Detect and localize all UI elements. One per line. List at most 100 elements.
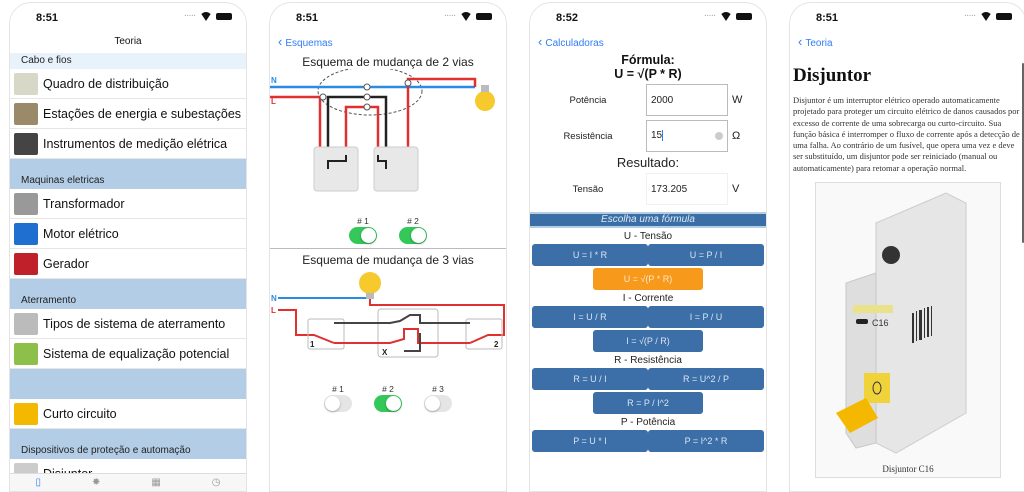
wifi-icon: [980, 12, 992, 21]
formula-button[interactable]: R = P / I^2: [593, 392, 703, 414]
transformer-icon: [14, 192, 38, 215]
tab-theory[interactable]: ▯: [35, 477, 41, 488]
tab-schemes[interactable]: ✸: [91, 477, 101, 488]
formula-button[interactable]: U = √(P * R): [593, 268, 703, 290]
formula-button[interactable]: U = P / I: [648, 244, 764, 266]
back-label: Calculadoras: [545, 38, 604, 49]
toggle-switch[interactable]: [349, 227, 377, 244]
three-way-switches: # 1# 2# 3: [270, 384, 506, 412]
switch-2-box: [465, 318, 503, 350]
two-way-switches: # 1# 2: [270, 216, 506, 244]
toggle-knob: [361, 228, 376, 243]
status-bar: 8:52 ·····: [530, 3, 766, 31]
formula-group-title: U - Tensão: [623, 231, 673, 242]
two-way-title: Esquema de mudança de 2 vias: [302, 55, 474, 69]
formula-button-row: I = √(P / R): [530, 330, 766, 352]
short-circuit-icon: [14, 402, 38, 425]
formula-button[interactable]: I = U / R: [532, 306, 648, 328]
tab-calculators[interactable]: ▦: [151, 477, 161, 488]
breaker-rating: C16: [872, 318, 889, 328]
formula-group-title: P - Potência: [620, 417, 676, 428]
back-button[interactable]: ‹Esquemas: [270, 31, 506, 53]
list-item[interactable]: Sistema de equalização potencial: [10, 339, 246, 369]
status-bar: 8:51 ·····: [270, 3, 506, 31]
switch-x-box: [377, 308, 439, 358]
toggle-switch[interactable]: [324, 395, 352, 412]
back-button[interactable]: ‹Teoria: [790, 31, 1024, 53]
list-item[interactable]: Transformador: [10, 189, 246, 219]
formula-button[interactable]: I = √(P / R): [593, 330, 703, 352]
three-way-diagram: N L 1 X 2: [271, 272, 505, 358]
toggle-knob: [425, 396, 440, 411]
formula-button[interactable]: U = I * R: [532, 244, 648, 266]
formula-heading: Fórmula:: [621, 53, 675, 67]
result-value: 173.205: [646, 173, 728, 205]
resistance-input[interactable]: 15: [646, 120, 728, 152]
list-item-label: Tipos de sistema de aterramento: [43, 316, 226, 331]
status-time: 8:51: [296, 12, 319, 24]
switch-item: # 3: [424, 384, 452, 412]
toggle-lever: [836, 398, 878, 434]
line-label: L: [271, 306, 276, 315]
battery-icon: [996, 13, 1012, 20]
resistance-unit: Ω: [732, 130, 741, 142]
formula-button[interactable]: I = P / U: [648, 306, 764, 328]
power-unit: W: [732, 94, 743, 106]
formula-button[interactable]: R = U / I: [532, 368, 648, 390]
status-bar: 8:51 ·····: [10, 3, 246, 31]
wifi-icon: [720, 12, 732, 21]
list-item[interactable]: Instrumentos de medição elétrica: [10, 129, 246, 159]
lamp-icon: [359, 272, 381, 294]
traveler-wire-1: [334, 314, 470, 324]
meter-icon: [14, 132, 38, 155]
toggle-knob: [386, 396, 401, 411]
breaker-image: C16: [836, 192, 967, 454]
article-body: Disjuntor é um interruptor elétrico oper…: [793, 95, 1020, 173]
formula-button-row: R = P / I^2: [530, 392, 766, 414]
switch-1-box: [307, 318, 345, 350]
lamp-base: [481, 85, 489, 92]
list-item[interactable]: Estações de energia e subestações: [10, 99, 246, 129]
back-button[interactable]: ‹Calculadoras: [530, 31, 766, 53]
list-item[interactable]: Quadro de distribuição: [10, 69, 246, 99]
switch-1-label: 1: [310, 340, 315, 349]
section-header: Aterramento: [10, 279, 246, 309]
switch-label: # 2: [382, 384, 394, 394]
toggle-switch[interactable]: [424, 395, 452, 412]
switch-label: # 1: [357, 216, 369, 226]
list-item[interactable]: Curto circuito: [10, 399, 246, 429]
formula-button-row: U = √(P * R): [530, 268, 766, 290]
list-item[interactable]: Gerador: [10, 249, 246, 279]
lamp-icon: [475, 91, 495, 111]
scrollbar[interactable]: [1022, 63, 1024, 243]
list-item-label: Transformador: [43, 196, 125, 211]
toggle-switch[interactable]: [399, 227, 427, 244]
chevron-left-icon: ‹: [278, 34, 283, 49]
signal-icon: ·····: [184, 13, 196, 20]
power-input[interactable]: 2000: [646, 84, 728, 116]
clear-icon[interactable]: [715, 132, 723, 140]
schemes-screen: 8:51 ····· ‹Esquemas Esquema de mudança …: [269, 2, 507, 492]
tab-more[interactable]: ◷: [211, 477, 221, 488]
list-item-label: Curto circuito: [43, 406, 117, 421]
switch-x-contact: [404, 333, 421, 352]
formula-button[interactable]: P = I^2 * R: [648, 430, 764, 452]
formula-group-title: R - Resistência: [614, 355, 682, 366]
list-item[interactable]: Tipos de sistema de aterramento: [10, 309, 246, 339]
list-item[interactable]: Motor elétrico: [10, 219, 246, 249]
choose-formula-bar: Escolha uma fórmula: [530, 212, 766, 228]
formula-button[interactable]: P = U * I: [532, 430, 648, 452]
status-time: 8:51: [36, 12, 59, 24]
chevron-left-icon: ‹: [798, 34, 803, 49]
back-label: Esquemas: [285, 38, 333, 49]
resistance-value: 15: [651, 130, 663, 142]
back-label: Teoria: [805, 38, 833, 49]
lamp-wire: [369, 299, 505, 344]
toggle-switch[interactable]: [374, 395, 402, 412]
resistance-row: Resistência 15 Ω: [530, 119, 766, 153]
formula-button[interactable]: R = U^2 / P: [648, 368, 764, 390]
section-header: Cabo e fios: [10, 53, 246, 69]
